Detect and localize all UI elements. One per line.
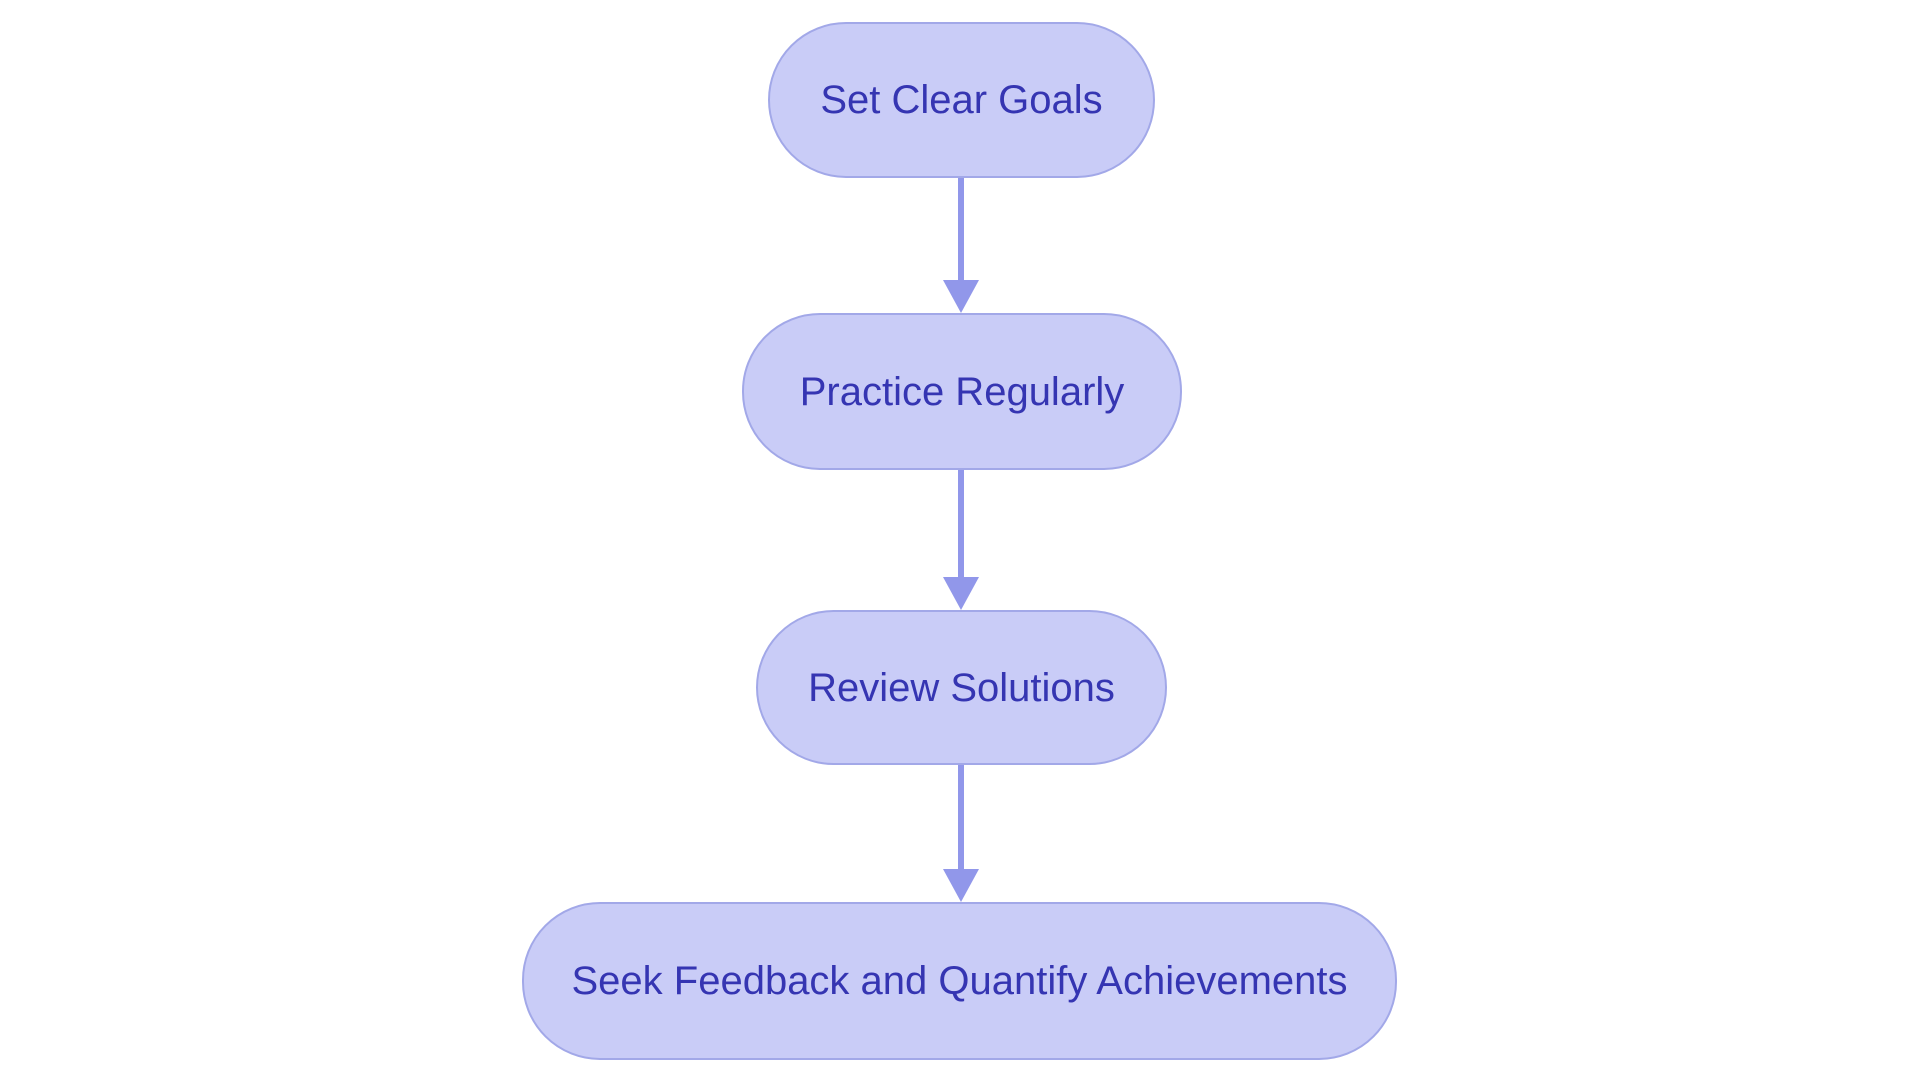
arrow-head-icon [943, 577, 979, 610]
arrow-head-icon [943, 280, 979, 313]
flow-node-label: Set Clear Goals [820, 78, 1103, 122]
flow-arrow-3-4 [943, 765, 979, 902]
arrow-head-icon [943, 869, 979, 902]
flow-node-set-clear-goals: Set Clear Goals [768, 22, 1155, 178]
flow-node-review-solutions: Review Solutions [756, 610, 1167, 765]
flow-node-seek-feedback: Seek Feedback and Quantify Achievements [522, 902, 1397, 1060]
flow-node-practice-regularly: Practice Regularly [742, 313, 1182, 470]
flow-arrow-1-2 [943, 178, 979, 313]
flow-arrow-2-3 [943, 470, 979, 610]
flow-node-label: Practice Regularly [799, 369, 1125, 414]
flow-node-label: Review Solutions [808, 665, 1115, 710]
flow-node-label: Seek Feedback and Quantify Achievements [571, 959, 1348, 1003]
